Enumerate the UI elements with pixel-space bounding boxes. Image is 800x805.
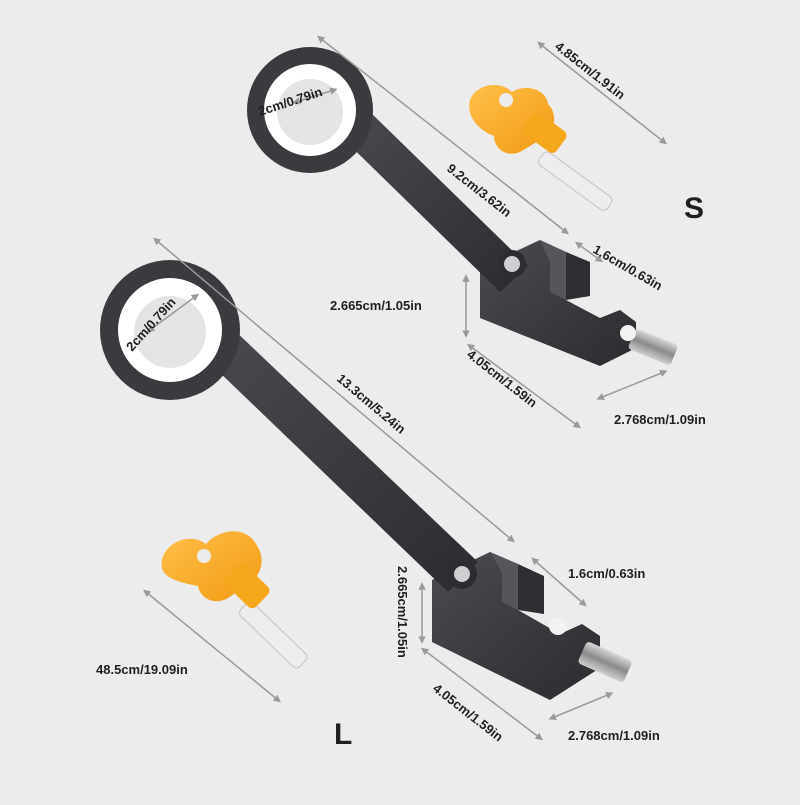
small-pivot-cap xyxy=(504,256,520,272)
dimension-lines xyxy=(143,35,668,741)
large-clamp-height-label: 2.665cm/1.05in xyxy=(395,566,410,658)
large-depth-dim-line xyxy=(531,557,587,607)
large-key-dim-line xyxy=(143,589,281,703)
large-arm-dim-line xyxy=(153,237,515,543)
large-bolt xyxy=(549,617,632,682)
small-clamp-width-label: 4.05cm/1.59in xyxy=(464,347,540,411)
small-size-label: S xyxy=(684,192,704,225)
large-key-length-label: 48.5cm/19.09in xyxy=(96,662,188,677)
large-bolt-dim-line xyxy=(548,691,614,721)
large-arm-length-label: 13.3cm/5.24in xyxy=(334,371,408,437)
small-clamp-depth-label: 1.6cm/0.63in xyxy=(591,242,666,294)
large-size-label: L xyxy=(334,718,352,751)
large-ring xyxy=(100,260,240,400)
small-bolt-length-label: 2.768cm/1.09in xyxy=(614,412,706,427)
large-clamp-depth-label: 1.6cm/0.63in xyxy=(568,566,645,581)
small-key-length-label: 4.85cm/1.91in xyxy=(552,39,628,103)
small-clamp-height-label: 2.665cm/1.05in xyxy=(330,298,422,313)
small-bolt-dim-line xyxy=(596,369,668,401)
large-width-dim-line xyxy=(421,647,543,741)
large-pivot-cap xyxy=(454,566,470,582)
small-arm-dim-line xyxy=(317,35,569,235)
large-bolt-length-label: 2.768cm/1.09in xyxy=(568,728,660,743)
large-clamp-width-label: 4.05cm/1.59in xyxy=(430,681,506,745)
large-key xyxy=(161,531,308,669)
small-bolt xyxy=(620,325,678,365)
small-depth-dim-line xyxy=(574,241,604,263)
